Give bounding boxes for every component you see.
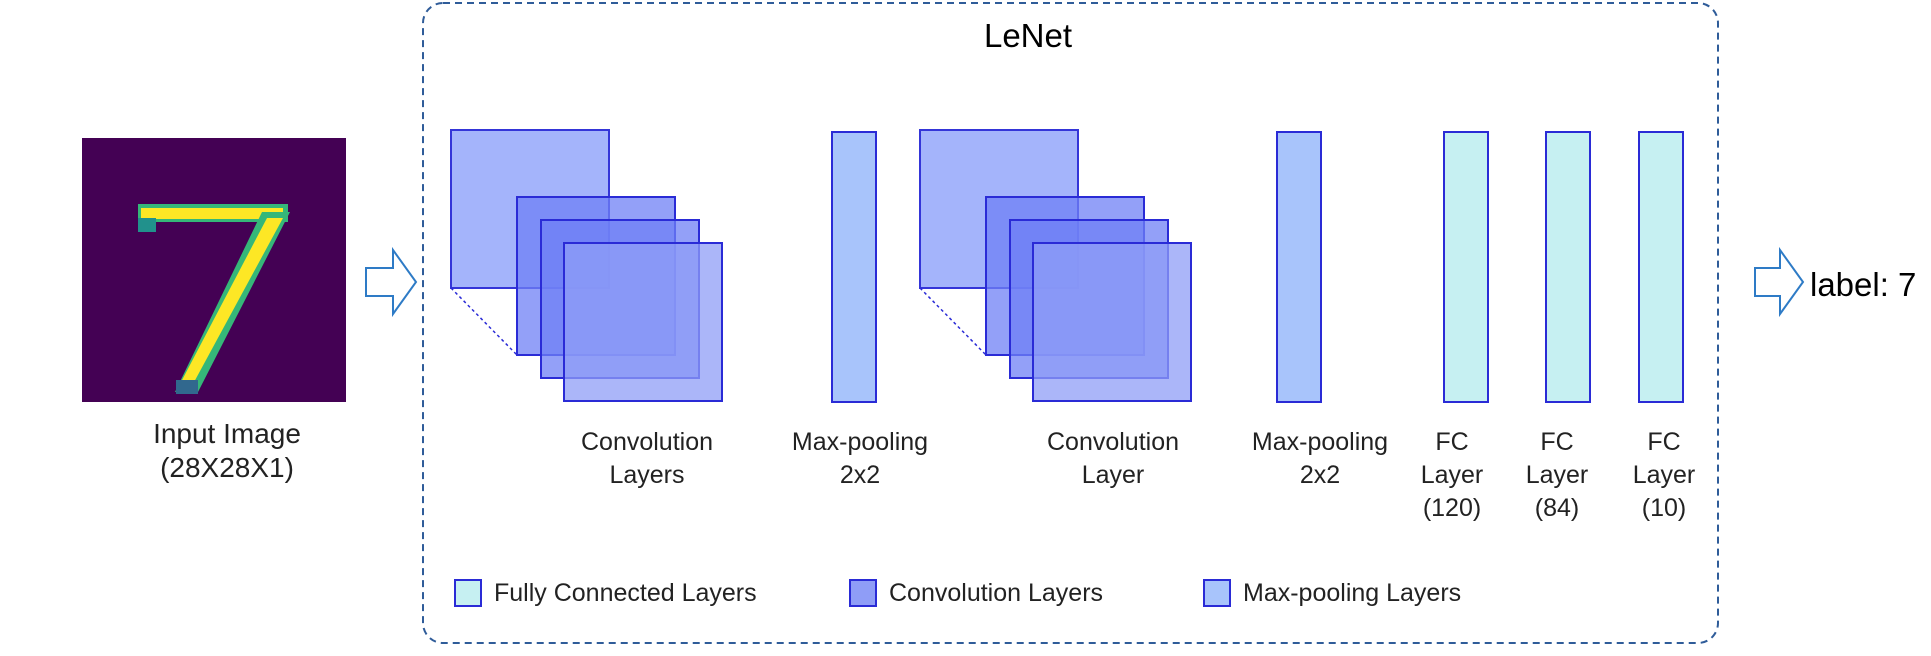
input-label-line1: Input Image bbox=[153, 418, 301, 449]
input-arrow-icon bbox=[365, 246, 418, 318]
conv1-stack bbox=[450, 129, 723, 402]
fc2-label-line1: FC bbox=[1540, 428, 1573, 456]
input-label-line2: (28X28X1) bbox=[160, 452, 294, 483]
fc2-label-line2: Layer bbox=[1526, 461, 1589, 489]
legend-conv-label: Convolution Layers bbox=[889, 579, 1103, 607]
pool1-layer bbox=[831, 131, 877, 403]
pool2-label-line1: Max-pooling bbox=[1252, 428, 1388, 456]
legend-fc-label: Fully Connected Layers bbox=[494, 579, 757, 607]
conv1-label-line1: Convolution bbox=[581, 428, 713, 456]
legend-pool-swatch bbox=[1203, 579, 1231, 607]
fc1-label-line1: FC bbox=[1435, 428, 1468, 456]
legend-pool-label: Max-pooling Layers bbox=[1243, 579, 1461, 607]
fc1-layer bbox=[1443, 131, 1489, 403]
pool2-label-line2: 2x2 bbox=[1300, 461, 1340, 489]
output-arrow-icon bbox=[1754, 246, 1805, 318]
lenet-frame bbox=[422, 2, 1719, 644]
fc2-label-line3: (84) bbox=[1535, 494, 1579, 522]
legend-fc-swatch bbox=[454, 579, 482, 607]
fc2-layer bbox=[1545, 131, 1591, 403]
fc3-label-line3: (10) bbox=[1642, 494, 1686, 522]
legend-conv-swatch bbox=[849, 579, 877, 607]
fc1-label-line3: (120) bbox=[1423, 494, 1481, 522]
fc1-label-line2: Layer bbox=[1421, 461, 1484, 489]
pool1-label-line2: 2x2 bbox=[840, 461, 880, 489]
diagram-title: LeNet bbox=[984, 17, 1072, 54]
conv2-label-line1: Convolution bbox=[1047, 428, 1179, 456]
conv2-stack bbox=[919, 129, 1192, 402]
pool1-label-line1: Max-pooling bbox=[792, 428, 928, 456]
fc3-label-line1: FC bbox=[1647, 428, 1680, 456]
conv1-label-line2: Layers bbox=[609, 461, 684, 489]
input-image bbox=[82, 138, 346, 402]
conv2-label-line2: Layer bbox=[1082, 461, 1145, 489]
fc3-layer bbox=[1638, 131, 1684, 403]
fc3-label-line2: Layer bbox=[1633, 461, 1696, 489]
output-label: label: 7 bbox=[1810, 266, 1916, 303]
pool2-layer bbox=[1276, 131, 1322, 403]
